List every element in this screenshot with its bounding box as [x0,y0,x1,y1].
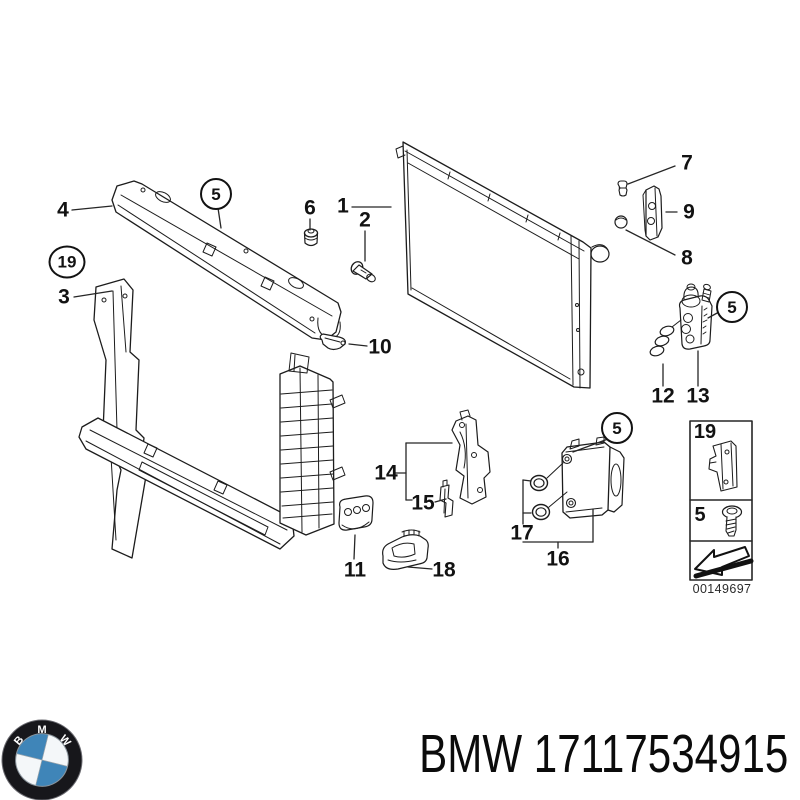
callout-16: 16 [546,547,570,571]
part-16-oil-cooler-drawing [561,436,625,519]
callout-13: 13 [686,384,710,408]
part-9-bracket-drawing [642,185,663,241]
callout-18: 18 [432,558,456,582]
callout-5-cooler: 5 [601,412,633,444]
callout-6: 6 [304,196,316,220]
legend-arrow-icon [693,546,754,579]
callout-5-valve: 5 [716,291,748,323]
bmw-logo-quadrants [15,733,69,787]
callout-8: 8 [681,246,693,270]
callout-3: 3 [58,285,70,309]
part-12-gasket-rings-drawing [649,319,682,357]
legend-item-5-label: 5 [694,504,706,526]
part-10-clip-drawing [319,333,346,351]
leader-lines [71,165,720,570]
part-15-pin-drawing [439,479,454,518]
callout-10: 10 [368,335,392,359]
bmw-logo: B M W [1,719,83,800]
part-11-holder-plate-drawing [338,495,374,531]
callout-19: 19 [48,245,86,279]
part-number-text: BMW 17117534915 [419,727,788,781]
part-8-grommet-drawing [614,215,628,229]
callout-1: 1 [337,194,349,218]
legend-item-19-label: 19 [693,421,717,443]
part-number: 17117534915 [533,724,788,784]
part-3-side-support-drawing [93,278,147,559]
callout-5-top: 5 [200,178,232,210]
callout-4: 4 [57,198,69,222]
part-6-plug-drawing [303,228,319,247]
callout-9: 9 [683,200,695,224]
frame-lower-sill-drawing [78,417,295,550]
part-17-orings-drawing [529,462,568,521]
callout-15: 15 [411,491,435,515]
callout-12: 12 [651,384,675,408]
part-2-sensor-drawing [350,261,376,283]
part-14-bracket-drawing [451,409,491,505]
brand-text: BMW [418,724,522,784]
legend-box [689,420,754,581]
part-13-valve-drawing [678,283,713,350]
part-18-duct-drawing [382,529,429,570]
part-1-radiator-drawing [395,141,610,389]
callout-7: 7 [681,151,693,175]
part-7-pin-drawing [617,180,628,197]
bmw-letter-m: M [37,724,46,736]
diagram-number: 00149697 [692,582,752,596]
legend-screw-drawing [721,505,743,537]
callout-2: 2 [359,208,371,232]
frame-right-strut-drawing [279,352,346,536]
callout-14: 14 [374,461,398,485]
callout-11: 11 [343,558,367,582]
callout-17: 17 [510,521,534,545]
part-4-upper-crossmember-drawing [111,180,342,341]
legend-bracket-drawing [708,440,738,492]
